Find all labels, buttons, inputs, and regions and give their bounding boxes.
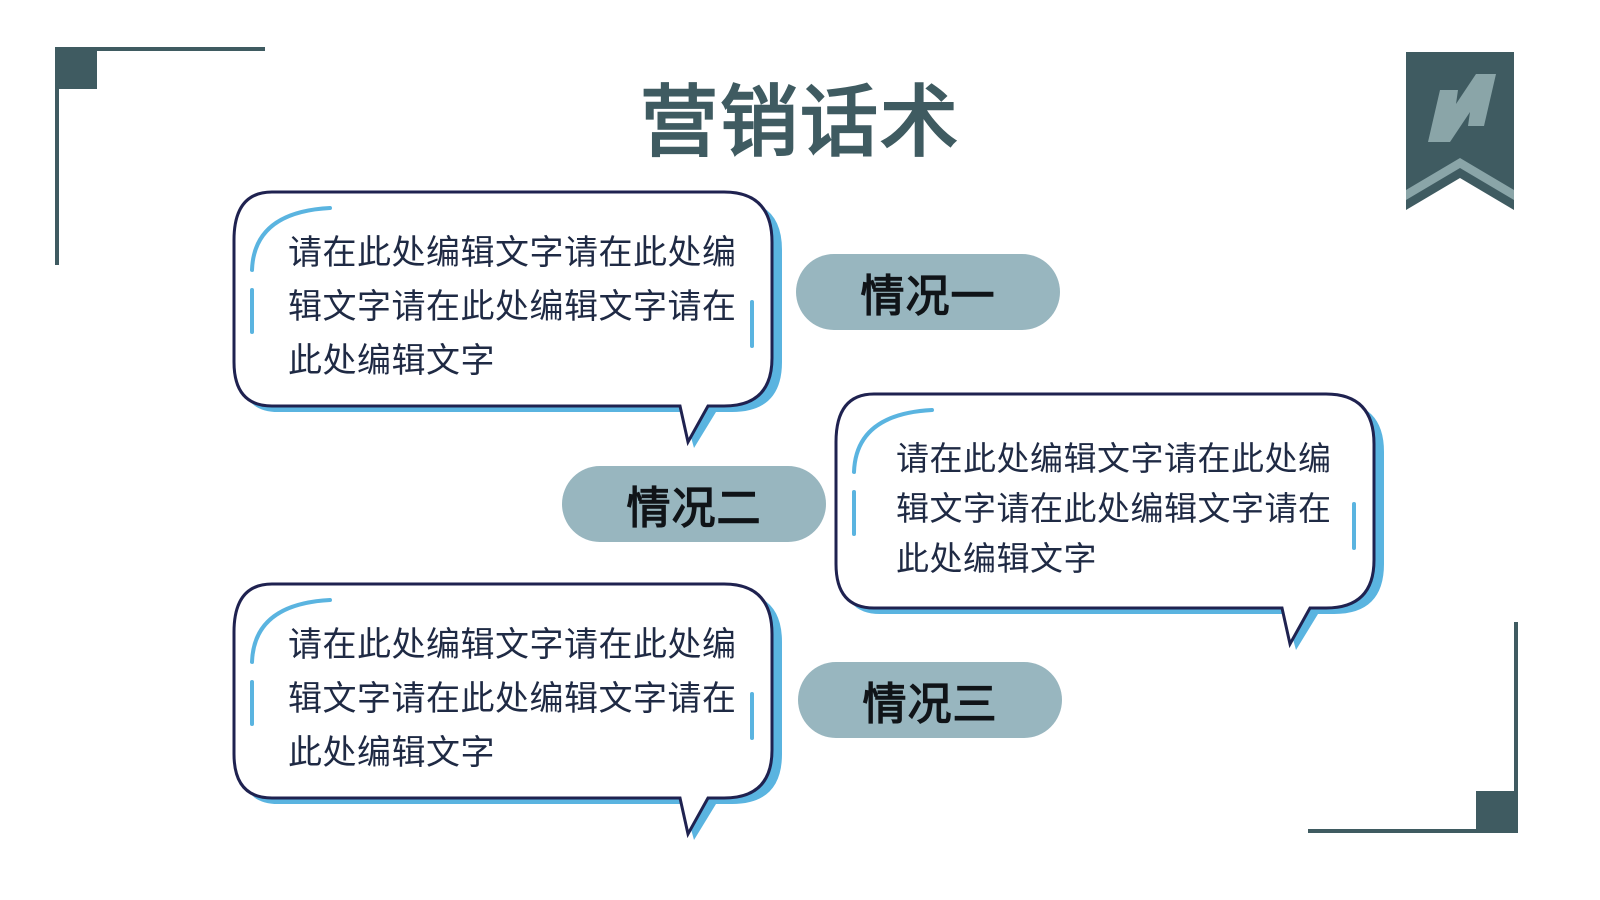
bookmark-n-icon <box>1406 52 1514 210</box>
speech-bubble-3-shape <box>232 582 782 840</box>
speech-bubble-1-shape <box>232 190 782 448</box>
speech-bubble-1: 请在此处编辑文字请在此处编辑文字请在此处编辑文字请在此处编辑文字 <box>232 190 782 448</box>
speech-bubble-2: 请在此处编辑文字请在此处编辑文字请在此处编辑文字请在此处编辑文字 <box>834 392 1384 650</box>
corner-frame-bottom-right-horizontal <box>1308 829 1518 833</box>
corner-frame-top-left-vertical <box>55 47 59 265</box>
corner-frame-top-left-square <box>55 47 97 89</box>
situation-1-label: 情况一 <box>796 254 1060 330</box>
speech-bubble-3: 请在此处编辑文字请在此处编辑文字请在此处编辑文字请在此处编辑文字 <box>232 582 782 840</box>
situation-3-label: 情况三 <box>798 662 1062 738</box>
situation-2-label: 情况二 <box>562 466 826 542</box>
speech-bubble-2-text[interactable]: 请在此处编辑文字请在此处编辑文字请在此处编辑文字请在此处编辑文字 <box>896 439 1332 578</box>
corner-frame-top-left-horizontal <box>55 47 265 51</box>
corner-frame-bottom-right-vertical <box>1514 622 1518 833</box>
page-title: 营销话术 <box>639 78 960 168</box>
corner-frame-bottom-right-square <box>1476 791 1518 833</box>
speech-bubble-3-text[interactable]: 请在此处编辑文字请在此处编辑文字请在此处编辑文字请在此处编辑文字 <box>288 625 737 773</box>
speech-bubble-2-shape <box>834 392 1384 650</box>
speech-bubble-1-text[interactable]: 请在此处编辑文字请在此处编辑文字请在此处编辑文字请在此处编辑文字 <box>288 233 737 381</box>
